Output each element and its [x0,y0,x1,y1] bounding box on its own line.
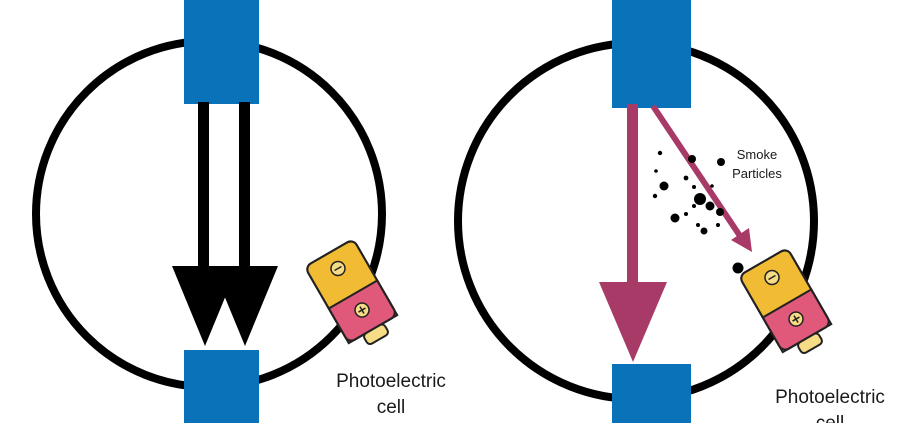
right-cell-label-line1: Photoelectric [775,387,885,408]
left-light-beam-2 [212,102,278,346]
left-light-source-block [184,0,259,104]
smoke-label-line1: Smoke [737,147,777,162]
left-battery-icon [306,240,399,346]
right-cell-label-line2: cell [816,413,845,423]
right-receiver-block [612,364,691,423]
left-cell-label-line2: cell [377,397,406,418]
right-main-light-beam [599,104,667,362]
left-panel-clear-air: Photoelectric cell [32,0,446,423]
right-light-source-block [612,0,691,108]
smoke-particle-icon [652,150,744,274]
left-cell-label-line1: Photoelectric [336,371,446,392]
right-battery-icon [740,249,833,355]
smoke-label-line2: Particles [732,166,782,181]
left-light-beam-1 [172,102,238,346]
left-receiver-block [184,350,259,423]
right-scattered-light-beam [650,104,752,252]
right-panel-smoke: Smoke Particles Photoelectric cell [454,0,885,423]
